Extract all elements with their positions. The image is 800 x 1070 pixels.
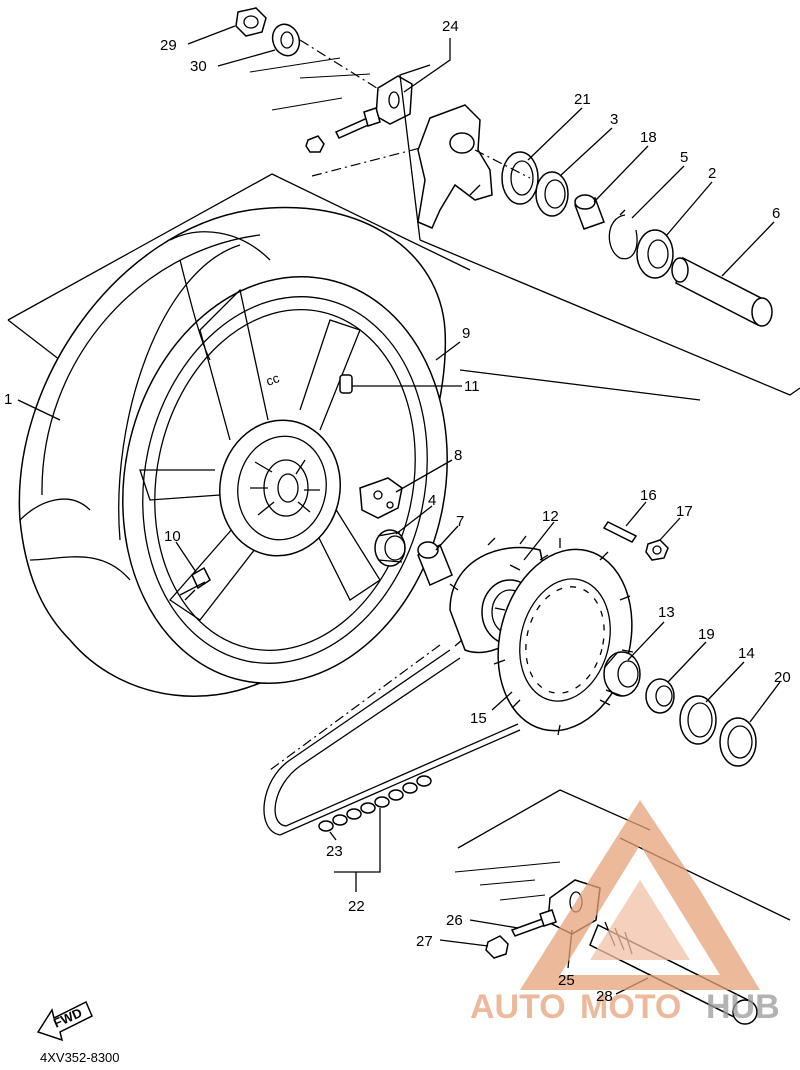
- watermark-part3: HUB: [706, 988, 780, 1026]
- watermark-part1: AUTO: [470, 988, 566, 1026]
- spacer-6: [671, 256, 773, 327]
- wheel-plane-outline: [7, 173, 800, 401]
- part-label: 8: [454, 447, 462, 464]
- seal-14: [679, 695, 717, 745]
- rear-wheel: cc: [18, 206, 448, 697]
- part-label: 1: [4, 391, 12, 408]
- part-label: 18: [640, 129, 657, 146]
- part-label: 26: [446, 912, 463, 929]
- leader-lines: [17, 25, 781, 995]
- part-label: 24: [442, 18, 459, 35]
- part-label: 17: [676, 503, 693, 520]
- part-label: 4: [428, 492, 436, 509]
- automotohub-watermark: AUTO MOTO HUB: [470, 800, 780, 1026]
- part-label: 30: [190, 58, 207, 75]
- adjuster-block-24: [375, 75, 413, 125]
- part-label: 6: [772, 205, 780, 222]
- part-8-clip: [359, 477, 403, 519]
- part-label: 21: [574, 91, 591, 108]
- part-label: 2: [708, 165, 716, 182]
- part-label: 27: [416, 933, 433, 950]
- part-label: 12: [542, 508, 559, 525]
- part-label: 14: [738, 645, 755, 662]
- collar-20: [719, 717, 757, 767]
- seal-21: [501, 151, 539, 205]
- nut-29: [235, 7, 267, 37]
- part-label: 11: [464, 378, 480, 395]
- part-label: 15: [470, 710, 487, 727]
- part-label: 7: [456, 513, 464, 530]
- part-label: 10: [164, 528, 181, 545]
- part-label: 3: [610, 111, 618, 128]
- bearing-4: [374, 529, 406, 567]
- fwd-arrow-icon: FWD: [36, 1000, 93, 1042]
- part-label: 16: [640, 487, 657, 504]
- collar-19: [645, 678, 675, 714]
- washer-30: [271, 23, 301, 57]
- part-label: 20: [774, 669, 791, 686]
- nut-27: [485, 935, 509, 959]
- part-label: 29: [160, 37, 177, 54]
- part-label: 25: [558, 972, 575, 989]
- part-label: 13: [658, 604, 675, 621]
- part-label: 28: [596, 988, 613, 1005]
- collar-18: [574, 194, 605, 230]
- bearing-2: [636, 229, 674, 279]
- part-label: 5: [680, 149, 688, 166]
- part-label: 19: [698, 626, 715, 643]
- adjust-bolt: [305, 107, 381, 153]
- bearing-3: [535, 171, 569, 217]
- nut-17: [645, 539, 669, 561]
- collar-7: [417, 541, 453, 587]
- circlip-5: [608, 209, 638, 260]
- drive-chain-22: [263, 644, 521, 836]
- chain-master-link-23: [318, 775, 432, 832]
- caliper-bracket: [417, 104, 493, 229]
- svg-text:cc: cc: [264, 370, 282, 389]
- part-label: 22: [348, 898, 365, 915]
- stud-bolt-16: [602, 521, 638, 543]
- drawing-code: 4XV352-8300: [40, 1050, 120, 1065]
- watermark-triangle-icon: [520, 800, 760, 990]
- part-label: 23: [326, 843, 343, 860]
- bearing-13: [603, 651, 641, 697]
- thin-leader-lines-top: [249, 39, 431, 241]
- adjust-bolt-26: [510, 909, 557, 937]
- part-number-labels: 29 30 24 21 3 18 5 2 6 9 11 1 8 16 17 4 …: [4, 18, 791, 1005]
- watermark-part2: MOTO: [580, 988, 681, 1026]
- part-label: 9: [462, 325, 470, 342]
